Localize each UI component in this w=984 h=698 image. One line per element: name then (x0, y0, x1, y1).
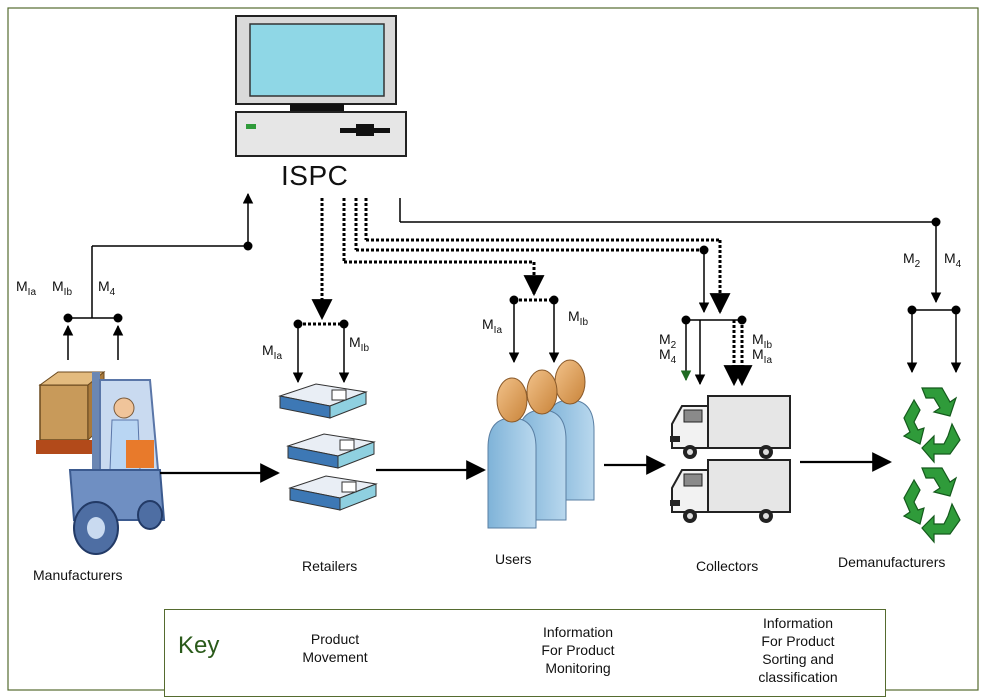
key-product-movement-line1: Product (310, 631, 360, 647)
retailers-msg-ia: MIa (262, 342, 283, 362)
key-product-movement: Product Movement (288, 630, 382, 666)
key-monitoring: Information For Product Monitoring (528, 623, 628, 677)
users-label: Users (495, 551, 532, 567)
demanufacturers-label: Demanufacturers (838, 554, 946, 570)
key-sorting-line4: classification (758, 669, 838, 685)
recycle-icon (902, 387, 961, 544)
collectors-monitoring-lines (354, 198, 753, 387)
computer-icon (235, 15, 407, 157)
key-sorting: Information For Product Sorting and clas… (742, 614, 854, 686)
users-monitoring-lines (342, 198, 554, 302)
key-sorting-line1: Information (762, 615, 834, 631)
manufacturers-msg-ia: MIa (16, 278, 37, 298)
outer-border (7, 7, 979, 691)
ispc-label: ISPC (281, 160, 349, 191)
key-monitoring-line2: For Product (541, 642, 615, 658)
key-sorting-line3: Sorting and (762, 651, 834, 667)
collectors-msg-4: M4 (659, 346, 677, 366)
manufacturers-msg-ib: MIb (52, 278, 73, 298)
users-msg-ib: MIb (568, 308, 589, 328)
manufacturers-msg-4: M4 (98, 278, 116, 298)
retailers-label: Retailers (302, 558, 358, 574)
key-product-movement-line2: Movement (302, 649, 368, 665)
collectors-msg-ia: MIa (752, 346, 773, 366)
manufacturers-label: Manufacturers (33, 567, 123, 583)
junction-dots-manufacturer (63, 241, 253, 323)
collectors-msg-2: M2 (659, 331, 677, 351)
demanufacturers-msg-2: M2 (903, 250, 921, 270)
key-legend (164, 609, 886, 697)
retailer-split (292, 324, 350, 384)
retailer-monitoring-lines (298, 198, 344, 326)
key-monitoring-line3: Monitoring (545, 660, 611, 676)
collector-trucks-icon (670, 395, 791, 523)
manufacturer-feedback-lines (62, 192, 254, 360)
demanufacturer-sorting-lines (399, 198, 962, 374)
collectors-msg-ib: MIb (752, 331, 773, 351)
product-movement-arrows (160, 452, 892, 483)
users-msg-ia: MIa (482, 316, 503, 336)
forklift-icon (36, 370, 166, 555)
key-title: Key (178, 632, 220, 659)
key-sorting-line2: For Product (761, 633, 835, 649)
collectors-label: Collectors (696, 558, 759, 574)
retailers-msg-ib: MIb (349, 334, 370, 354)
retail-shelves-icon (278, 383, 378, 511)
demanufacturers-msg-4: M4 (944, 250, 962, 270)
users-group-icon (487, 359, 595, 529)
key-monitoring-line1: Information (542, 624, 614, 640)
